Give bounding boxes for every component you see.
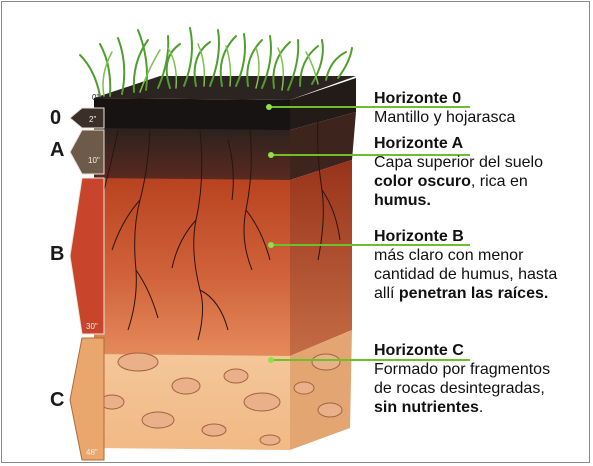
horizon-letter-a: A [50,139,65,161]
horizon-o-title: Horizonte 0 [374,90,462,107]
depth-mark-b: 30" [86,322,98,331]
scale-piece-c [69,337,105,461]
depth-scale [69,107,105,461]
horizon-letter-b: B [50,243,65,265]
soil-block-side [290,78,356,450]
description-run: de rocas desintegradas, [374,380,545,397]
rock-fragments [99,352,343,446]
horizon-o-layer [94,98,290,130]
description-run: . [478,399,484,416]
horizon-c-label: Horizonte C Formado por fragmentos de roc… [374,341,550,417]
description-bold-run: sin nutrientes [374,399,479,416]
description-bold-run: humus. [374,192,431,209]
description-line: allí penetran las raíces. [374,284,557,303]
depth-mark-c: 48" [86,448,98,457]
description-run: Formado por fragmentos [374,361,551,378]
grass-tufts [79,27,353,97]
horizon-a-layer [94,126,290,180]
horizon-o-label: Horizonte 0 Mantillo y hojarasca [374,89,515,127]
description-line: humus. [374,191,543,210]
depth-mark-a: 10" [88,156,100,165]
description-bold-run: color oscuro [374,173,471,190]
horizon-c-title: Horizonte C [374,342,464,359]
horizon-letter-o: 0 [50,107,62,129]
horizon-b-label: Horizonte B más claro con menor cantidad … [374,227,557,303]
horizon-b-title: Horizonte B [374,228,464,245]
description-line: Formado por fragmentos [374,360,550,379]
scale-piece-b [69,177,105,335]
description-bold-run: penetran las raíces. [398,285,549,302]
horizon-letter-c: C [50,389,65,411]
depth-mark-o: 2" [89,115,97,124]
depth-mark-top: 0" [92,93,100,102]
horizon-b-description: más claro con menor cantidad de humus, ha… [374,246,557,303]
description-run: cantidad de humus, hasta [374,266,558,283]
description-run: Capa superior del suelo [374,154,543,171]
description-line: de rocas desintegradas, [374,379,550,398]
roots [103,119,341,341]
description-line: cantidad de humus, hasta [374,265,557,284]
horizon-b-layer [94,176,290,356]
horizon-c-description: Formado por fragmentos de rocas desintegr… [374,360,550,417]
horizon-a-title: Horizonte A [374,135,464,152]
description-line: más claro con menor [374,246,557,265]
scale-piece-o [69,107,105,129]
description-line: color oscuro, rica en [374,172,543,191]
description-line: Capa superior del suelo [374,153,543,172]
description-run: Mantillo y hojarasca [374,109,516,126]
horizon-o-description: Mantillo y hojarasca [374,108,515,127]
leader-lines [268,106,470,361]
description-line: sin nutrientes. [374,398,550,417]
description-run: allí [374,285,399,302]
description-run: más claro con menor [374,247,524,264]
scale-piece-a [69,129,105,175]
description-run: , rica en [470,173,528,190]
description-line: Mantillo y hojarasca [374,108,515,127]
